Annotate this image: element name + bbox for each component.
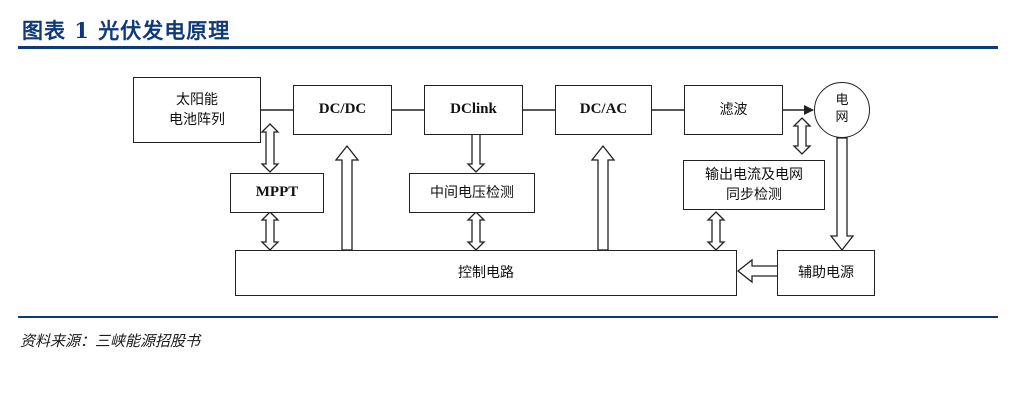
arrow-detect-control bbox=[466, 211, 486, 251]
arrow-control-dcdc bbox=[334, 144, 360, 251]
source-rule bbox=[18, 316, 998, 318]
mppt-label: MPPT bbox=[255, 184, 299, 201]
grid-label-2: 网 bbox=[835, 110, 849, 125]
arrow-grid-aux bbox=[829, 137, 855, 252]
sync-detect-label-2: 同步检测 bbox=[726, 187, 782, 203]
pv-array-box: 太阳能 电池阵列 bbox=[133, 77, 261, 143]
mppt-box: MPPT bbox=[230, 173, 324, 213]
aux-power-label: 辅助电源 bbox=[798, 264, 854, 281]
grid-circle: 电 网 bbox=[814, 82, 870, 138]
filter-label: 滤波 bbox=[719, 101, 748, 118]
dclink-label: DClink bbox=[450, 101, 497, 118]
control-circuit-label: 控制电路 bbox=[458, 264, 514, 281]
control-circuit-box: 控制电路 bbox=[235, 250, 737, 296]
arrow-control-dcac bbox=[590, 144, 616, 251]
dcdc-label: DC/DC bbox=[318, 101, 367, 118]
grid-label-1: 电 bbox=[835, 93, 849, 109]
arrow-pv-mppt bbox=[260, 123, 280, 173]
filter-box: 滤波 bbox=[684, 85, 783, 135]
mid-voltage-detect-label: 中间电压检测 bbox=[430, 184, 514, 201]
aux-power-box: 辅助电源 bbox=[777, 250, 875, 296]
sync-detect-label-1: 输出电流及电网 bbox=[705, 166, 803, 183]
arrow-filter-sync bbox=[792, 117, 812, 155]
source-note: 资料来源：三峡能源招股书 bbox=[20, 332, 201, 350]
arrow-aux-control bbox=[736, 258, 779, 284]
sync-detect-box: 输出电流及电网 同步检测 bbox=[683, 160, 825, 210]
arrow-mppt-control bbox=[260, 211, 280, 251]
pv-array-label-1: 太阳能 bbox=[176, 91, 218, 108]
arrow-sync-control bbox=[706, 211, 726, 251]
dcdc-box: DC/DC bbox=[293, 85, 392, 135]
dcac-label: DC/AC bbox=[579, 101, 628, 118]
figure-title: 图表 1 光伏发电原理 bbox=[22, 18, 231, 43]
mid-voltage-detect-box: 中间电压检测 bbox=[409, 173, 535, 213]
pv-array-label-2: 电池阵列 bbox=[169, 112, 225, 128]
dcac-box: DC/AC bbox=[555, 85, 652, 135]
figure-title-bar: 图表 1 光伏发电原理 bbox=[18, 15, 998, 53]
title-rule bbox=[18, 46, 998, 49]
dclink-box: DClink bbox=[424, 85, 523, 135]
